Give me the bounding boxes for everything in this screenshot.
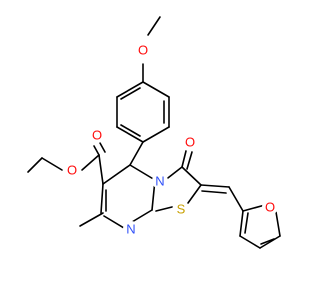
structure-diagram: O O O O N N S O [27, 16, 281, 249]
bond-exocyclic-double-b [201, 190, 227, 194]
atom-o-furan-label: O [265, 200, 275, 215]
atom-n-imine-label: N [126, 222, 135, 237]
bond-ring-methyl [79, 212, 104, 227]
ester-group [27, 142, 106, 185]
atom-o-furan: O [262, 199, 278, 215]
bond-vinyl-furan [228, 186, 244, 212]
atom-n-imine: N [123, 221, 139, 237]
atom-s-thiazole-label: S [177, 202, 186, 217]
benzene-ring [116, 81, 170, 143]
atom-o-ester-carbonyl-label: O [92, 128, 102, 143]
furan-ring [239, 204, 281, 249]
bond-aryl-c5 [129, 141, 144, 166]
atom-o-ester-ether: O [64, 162, 80, 178]
atom-o-ketone-label: O [185, 135, 195, 150]
atom-o-ketone: O [182, 134, 198, 150]
atom-n-bridge: N [152, 173, 168, 189]
atom-n-bridge-label: N [155, 174, 164, 189]
atom-o-ester-carbonyl: O [89, 127, 105, 143]
molecule-canvas: O O O O N N S O [27, 16, 281, 249]
atom-o-methoxy-label: O [138, 43, 148, 58]
atom-o-methoxy: O [135, 42, 151, 58]
atom-s-thiazole: S [173, 201, 189, 217]
atom-o-ester-ether-label: O [67, 163, 77, 178]
bond-methyl-o [147, 16, 161, 36]
bond-exocyclic-double-a [200, 184, 230, 188]
